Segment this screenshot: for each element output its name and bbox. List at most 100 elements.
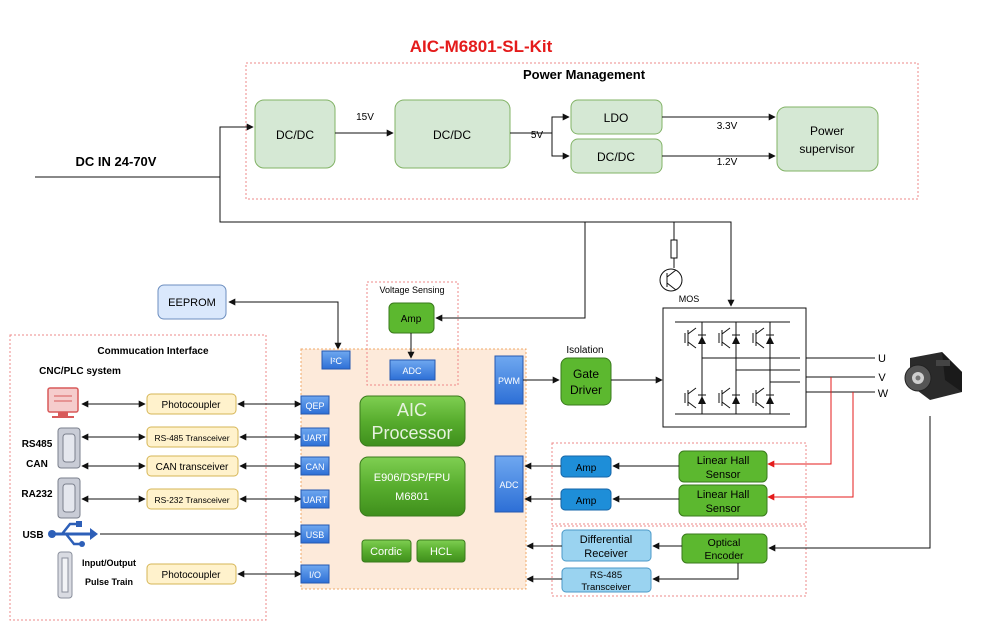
motor-feedback-line [768,416,931,552]
pin-uart-2-label: UART [303,495,328,505]
photocoupler-2 [146,563,237,585]
pin-pwm [494,355,524,405]
pin-qep [300,395,330,415]
voltage-sensing-group [366,281,459,386]
power-management-heading: Power Management [523,67,646,82]
voltage-sensing-heading: Voltage Sensing [379,285,444,295]
hcl-label: HCL [430,546,452,558]
rs232-transceiver [146,488,239,510]
io-label-2: Pulse Train [85,577,133,587]
communication-interface-heading: Commucation Interface [97,346,209,357]
pin-uart-1-label: UART [303,433,328,443]
phase-v-label: V [878,372,886,384]
pin-io [300,564,330,584]
serial-port-icon-1 [57,427,81,469]
optical-encoder-label-1: Optical [708,537,741,549]
core-block [359,456,466,517]
rs485-label: RS485 [22,439,53,450]
mos-label: MOS [679,294,700,304]
core-label-1: E906/DSP/FPU [374,472,450,484]
serial-port-icon-2 [57,477,81,519]
differential-receiver-label-2: Receiver [584,548,628,560]
shunt-resistor [670,239,678,259]
dcdc-converter-1-label: DC/DC [276,128,314,142]
dcdc-converter-2-label: DC/DC [433,128,471,142]
label-15v: 15V [356,112,374,123]
dcdc-converter-1 [254,99,336,169]
dc-in-to-dcdc [219,123,254,222]
ra232-label: RA232 [21,489,53,500]
pin-can-label: CAN [305,462,324,472]
label-3v3: 3.3V [717,121,738,132]
phase-u-label: U [878,353,886,365]
dcdc-converter-2 [394,99,511,169]
pin-i2c-label: I²C [330,356,342,366]
pin-adc-right-label: ADC [499,480,519,490]
linear-hall-sensor-1-label-2: Sensor [706,469,741,481]
line-to-ldo [510,113,570,134]
encoder-group [551,525,807,597]
pin-can [300,456,330,476]
optical-encoder-label-2: Encoder [704,550,744,562]
ldo-label: LDO [604,111,629,125]
pin-pwm-label: PWM [498,376,520,386]
aic-processor [359,395,466,447]
eeprom-i2c-link [228,298,342,350]
dc-bus-to-inverter [219,177,735,307]
gate-driver [560,357,612,406]
voltage-adc [389,359,436,381]
dc-bus-to-voltage-amp [435,222,586,322]
gate-driver-label-2: Driver [570,383,602,397]
pin-uart-2 [300,489,330,509]
aic-processor-label-2: Processor [371,423,452,443]
dcdc-converter-3-label: DC/DC [597,150,635,164]
linear-hall-sensor-1-label-1: Linear Hall [697,455,750,467]
rs232-transceiver-label: RS-232 Transceiver [154,495,229,505]
voltage-adc-label: ADC [402,366,422,376]
power-supervisor [776,106,879,172]
usb-label: USB [22,530,43,541]
gate-driver-label-1: Gate [573,367,599,381]
linear-hall-sensor-2-label-1: Linear Hall [697,489,750,501]
rs485-encoder-transceiver-label-1: RS-485 [590,570,622,581]
rs485-transceiver-label: RS-485 Transceiver [154,433,229,443]
pin-adc-right [494,455,524,513]
monitor-icon [47,387,79,418]
cordic-block [361,539,412,563]
eeprom-label: EEPROM [168,297,216,309]
optical-encoder [681,533,768,564]
can-label: CAN [26,459,48,470]
current-amp-2-label: Amp [576,496,597,507]
label-5v: 5V [531,130,544,141]
can-transceiver [146,455,239,477]
io-label-1: Input/Output [82,558,136,568]
power-supervisor-label-2: supervisor [799,142,854,156]
usb-icon [48,521,98,547]
pin-io-label: I/O [309,570,321,580]
io-connector-icon [57,551,73,599]
inverter-diodes [698,334,774,404]
hall-sense-line-2 [767,392,854,501]
power-supervisor-label-1: Power [810,124,844,138]
current-amp-1-label: Amp [576,463,597,474]
mos-transistor-icon [659,268,683,292]
core-label-2: M6801 [395,491,429,503]
isolation-label: Isolation [566,345,603,356]
hcl-block [416,539,466,563]
hall-sense-line-1 [767,377,832,468]
rs485-encoder-transceiver [561,567,652,593]
phase-w-label: W [878,388,889,400]
current-sensing-group [551,442,807,525]
cordic-label: Cordic [370,546,402,558]
rs485-transceiver [146,426,239,448]
pin-qep-label: QEP [305,401,324,411]
communication-interface-group [9,334,267,621]
cnc-plc-label: CNC/PLC system [39,366,121,377]
eeprom [157,284,227,320]
power-management-group [245,62,919,200]
pin-usb [300,524,330,544]
voltage-amp-label: Amp [401,314,422,325]
line-to-dcdc3 [551,133,570,160]
label-1v2: 1.2V [717,157,738,168]
inverter-bridge [662,307,807,428]
